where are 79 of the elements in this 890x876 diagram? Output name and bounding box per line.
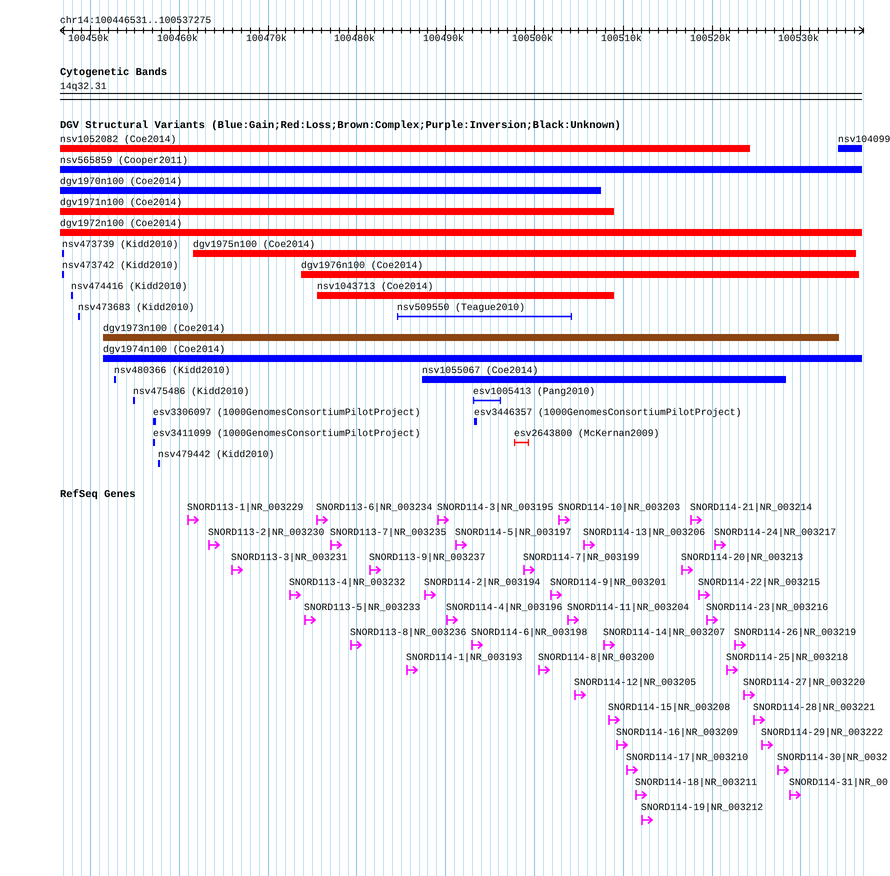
gene-label: SNORD114-9|NR_003201 [550, 577, 666, 588]
variant-label: dgv1974n100 (Coe2014) [103, 344, 226, 355]
variant-label: dgv1971n100 (Coe2014) [60, 197, 182, 208]
variant-label: dgv1975n100 (Coe2014) [193, 239, 316, 250]
gene-label: SNORD114-15|NR_003208 [608, 702, 730, 713]
variant-label: dgv1970n100 (Coe2014) [60, 176, 182, 187]
band-label: 14q32.31 [60, 81, 107, 92]
variant-label: nsv1052082 (Coe2014) [60, 134, 176, 145]
gene-label: SNORD114-19|NR_003212 [641, 802, 764, 813]
gene-label: SNORD113-3|NR_003231 [231, 552, 348, 563]
gene-label: SNORD113-2|NR_003230 [208, 527, 324, 538]
gene-label: SNORD113-5|NR_003233 [304, 602, 420, 613]
variant-label: dgv1972n100 (Coe2014) [60, 218, 182, 229]
variant-label: nsv104099 [838, 134, 890, 145]
variant-label: esv3446357 (1000GenomesConsortiumPilotProject) [474, 407, 742, 418]
gene-label: SNORD114-27|NR_003220 [743, 677, 866, 688]
gene-label: SNORD114-31|NR_00 [789, 777, 888, 788]
gene-label: SNORD114-18|NR_003211 [635, 777, 758, 788]
gene-label: SNORD114-30|NR_0032 [777, 752, 888, 763]
track-title: Cytogenetic Bands [60, 68, 168, 79]
gene-label: SNORD114-4|NR_003196 [446, 602, 562, 613]
gene-label: SNORD114-29|NR_003222 [761, 727, 884, 738]
axis-tick-label: 100470k [246, 33, 287, 44]
variant-label: esv1005413 (Pang2010) [473, 386, 596, 397]
axis-tick-label: 100490k [423, 33, 464, 44]
gene-label: SNORD113-6|NR_003234 [316, 502, 432, 513]
variant-label: nsv475486 (Kidd2010) [133, 386, 250, 397]
variant-label: nsv473739 (Kidd2010) [62, 239, 178, 250]
variant-label: nsv1055067 (Coe2014) [422, 365, 538, 376]
variant-label: nsv480366 (Kidd2010) [114, 365, 230, 376]
gene-label: SNORD114-25|NR_003218 [726, 652, 848, 663]
variant-label: nsv474416 (Kidd2010) [71, 281, 188, 292]
track-title: RefSeq Genes [60, 490, 136, 501]
axis-tick-label: 100520k [690, 33, 731, 44]
track-title: DGV Structural Variants (Blue:Gain;Red:Loss;Brown:Complex;Purple:Inversion;Black:Unknown) [60, 121, 621, 132]
variant-label: esv3411099 (1000GenomesConsortiumPilotProject) [153, 428, 420, 439]
gene-label: SNORD114-3|NR_003195 [437, 502, 554, 513]
variant-label: nsv473683 (Kidd2010) [78, 302, 194, 313]
gene-label: SNORD114-1|NR_003193 [406, 652, 522, 663]
gene-label: SNORD114-6|NR_003198 [471, 627, 588, 638]
axis-tick-label: 100450k [68, 33, 109, 44]
axis-tick-label: 100500k [512, 33, 553, 44]
gene-label: SNORD114-5|NR_003197 [455, 527, 572, 538]
axis-tick-label: 100460k [157, 33, 198, 44]
variant-label: nsv509550 (Teague2010) [397, 302, 525, 313]
gene-label: SNORD113-1|NR_003229 [187, 502, 304, 513]
gene-label: SNORD114-10|NR_003203 [558, 502, 680, 513]
variant-label: nsv1043713 (Coe2014) [317, 281, 434, 292]
variant-label: esv3306097 (1000GenomesConsortiumPilotProject) [153, 407, 420, 418]
gene-label: SNORD114-2|NR_003194 [424, 577, 540, 588]
gene-label: SNORD114-17|NR_003210 [626, 752, 748, 763]
position-label: chr14:100446531..100537275 [60, 15, 212, 26]
gene-label: SNORD114-12|NR_003205 [574, 677, 696, 688]
gene-label: SNORD114-22|NR_003215 [698, 577, 820, 588]
gene-label: SNORD114-21|NR_003214 [690, 502, 812, 513]
gene-label: SNORD113-4|NR_003232 [289, 577, 406, 588]
axis-tick-label: 100480k [334, 33, 375, 44]
variant-label: dgv1976n100 (Coe2014) [301, 260, 424, 271]
gene-label: SNORD114-24|NR_003217 [714, 527, 836, 538]
gene-label: SNORD114-11|NR_003204 [567, 602, 690, 613]
gene-label: SNORD113-8|NR_003236 [350, 627, 466, 638]
gene-label: SNORD114-28|NR_003221 [753, 702, 876, 713]
gene-label: SNORD113-7|NR_003235 [330, 527, 446, 538]
gene-label: SNORD114-13|NR_003206 [583, 527, 706, 538]
gene-label: SNORD114-8|NR_003200 [538, 652, 654, 663]
gene-label: SNORD113-9|NR_003237 [369, 552, 486, 563]
variant-label: dgv1973n100 (Coe2014) [103, 323, 226, 334]
variant-label: esv2643800 (McKernan2009) [514, 428, 660, 439]
axis-tick-label: 100510k [601, 33, 642, 44]
gene-label: SNORD114-16|NR_003209 [616, 727, 738, 738]
variant-label: nsv565859 (Cooper2011) [60, 155, 188, 166]
gene-label: SNORD114-7|NR_003199 [523, 552, 640, 563]
variant-label: nsv473742 (Kidd2010) [62, 260, 178, 271]
axis-tick-label: 100530k [778, 33, 819, 44]
gene-label: SNORD114-14|NR_003207 [603, 627, 726, 638]
variant-label: nsv479442 (Kidd2010) [158, 449, 274, 460]
gene-label: SNORD114-20|NR_003213 [681, 552, 804, 563]
gene-label: SNORD114-26|NR_003219 [734, 627, 856, 638]
gene-label: SNORD114-23|NR_003216 [706, 602, 828, 613]
